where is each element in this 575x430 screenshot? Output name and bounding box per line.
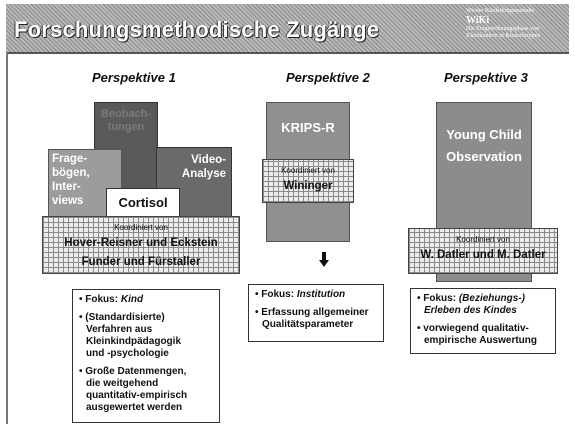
logo-line: Wiener Kinderkrippenstudie (466, 8, 535, 14)
arrow-head-icon (319, 260, 329, 267)
video-line: Video- (191, 154, 226, 166)
bullet-line: vorwiegend qualitativ- (417, 323, 529, 334)
coordinator-line: Funder und Fürstaller (81, 256, 201, 268)
coordinator-line: Hover-Reisner und Eckstein (64, 237, 218, 249)
bullet-line: die weitgehend (86, 378, 159, 389)
coordinator-line: Wininger (283, 180, 333, 192)
focus-value: Institution (296, 289, 346, 300)
page-title: Forschungsmethodische Zugänge (14, 17, 380, 42)
focus-label: Fokus: (255, 289, 294, 300)
bullet-line: empirische Auswertung (424, 335, 537, 346)
logo-line: Kleinkindern in Kinderkrippen (466, 33, 541, 39)
info-box-1: Fokus: Kind (Standardisierte) Verfahren … (72, 289, 220, 423)
title-banner (6, 4, 569, 54)
koordiniert-label: Koordiniert von (281, 166, 335, 175)
bullet-line: und -psychologie (86, 348, 169, 359)
koordiniert-label: Koordiniert von (456, 235, 510, 244)
koordiniert-box-2: Koordiniert von Wininger (262, 159, 354, 203)
focus-value: Erleben des Kindes (424, 305, 517, 316)
bullet-line: (Standardisierte) (79, 312, 165, 323)
fragebogen-line: views (52, 195, 84, 207)
bullet-line: Verfahren aus (86, 324, 153, 335)
fragebogen-line: bögen, (52, 167, 90, 179)
bullet-line: Kleinkindpädagogik (86, 336, 182, 347)
koordiniert-box-3: Koordiniert von W. Datler und M. Datler (408, 228, 558, 274)
heading-perspektive-3: Perspektive 3 (444, 70, 528, 85)
info-box-3: Fokus: (Beziehungs-) Erleben des Kindes … (410, 288, 556, 354)
krips-r-label: KRIPS-R (281, 120, 335, 135)
focus-value: (Beziehungs-) (458, 293, 525, 304)
fragebogen-line: Frage- (52, 153, 88, 165)
video-line: Analyse (181, 168, 226, 180)
fragebogen-label: Frage- bögen, Inter- views (52, 152, 118, 208)
koordiniert-box-1: Koordiniert von Hover-Reisner und Eckste… (42, 216, 240, 274)
cortisol-box: Cortisol (106, 188, 180, 218)
logo-line: Die Eingewöhnungsphase von (466, 26, 539, 32)
logo-wordmark: WiKi (466, 15, 490, 26)
heading-perspektive-2: Perspektive 2 (286, 70, 370, 85)
beobachtungen-label: Beobach-tungen (100, 108, 152, 133)
heading-perspektive-1: Perspektive 1 (92, 70, 176, 85)
bullet-line: ausgewertet werden (86, 402, 183, 413)
focus-label: Fokus: (79, 294, 118, 305)
bullet-line: Erfassung allgemeiner (255, 307, 369, 318)
yco-line: Young Child (446, 127, 522, 142)
arrow-down-icon (322, 252, 326, 260)
bullet-line: quantitativ-empirisch (86, 390, 188, 401)
focus-value: Kind (120, 294, 144, 305)
yco-line: Observation (446, 149, 522, 164)
fragebogen-line: Inter- (52, 181, 81, 193)
video-analyse-label: Video- Analyse (160, 153, 226, 181)
info-box-2: Fokus: Institution Erfassung allgemeiner… (248, 284, 384, 342)
wiki-logo: Wiener Kinderkrippenstudie WiKi Die Eing… (466, 8, 566, 40)
left-border-line (6, 52, 8, 424)
koordiniert-label: Koordiniert von (114, 223, 168, 232)
coordinator-line: W. Datler und M. Datler (420, 249, 546, 261)
focus-label: Fokus: (417, 293, 456, 304)
bullet-line: Große Datenmengen, (79, 366, 186, 377)
bullet-line: Qualitätsparameter (262, 319, 354, 330)
